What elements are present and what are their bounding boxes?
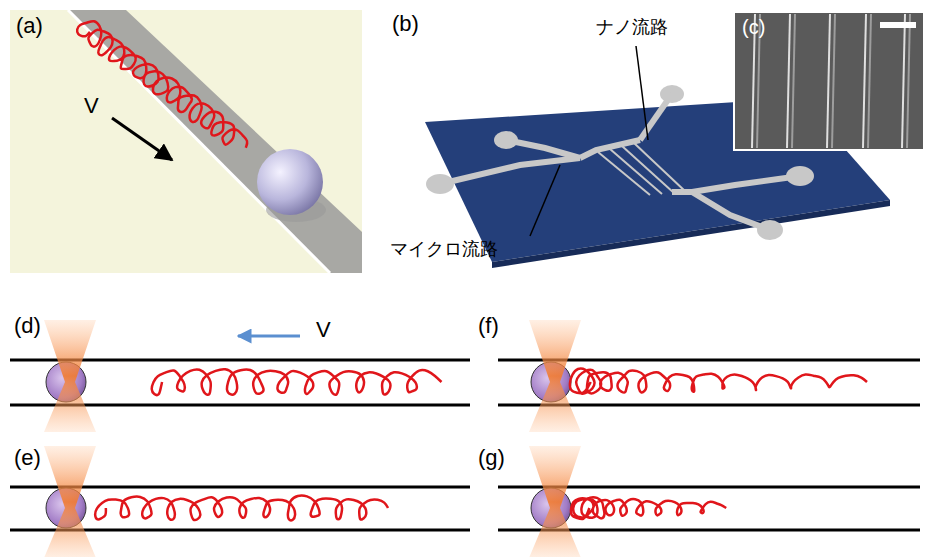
drawing-stroke	[610, 149, 662, 194]
drawing-stroke	[907, 14, 910, 148]
drawing-stroke	[622, 146, 674, 193]
drawing-stroke	[77, 21, 247, 148]
sem-image	[734, 12, 924, 150]
optical-trap	[44, 320, 581, 557]
drawing-stroke	[634, 143, 686, 192]
velocity-label: V	[316, 318, 331, 342]
drawing-stroke	[827, 14, 830, 148]
flow-arrow	[112, 118, 172, 160]
panel-letter: (f)	[478, 314, 499, 338]
panel-letter: (b)	[392, 12, 419, 36]
drawing-stroke	[902, 14, 905, 148]
drawing-stroke	[672, 189, 692, 195]
drawing-stroke	[152, 369, 442, 395]
bead	[257, 149, 323, 215]
nanochannel-wall	[10, 360, 920, 530]
part-name: ナノ流路	[596, 18, 668, 38]
panel-letter: (g)	[478, 446, 505, 470]
leader-line	[636, 46, 648, 140]
panel-background	[10, 10, 362, 273]
panel-letter: (d)	[14, 314, 41, 338]
scale-bar	[880, 22, 916, 28]
drawing-stroke	[44, 320, 96, 432]
drawing-stroke	[868, 14, 871, 148]
drawing-stroke	[44, 446, 96, 557]
chip-edge	[492, 200, 890, 268]
flow-arrow	[238, 335, 300, 338]
drawing-stroke	[692, 176, 800, 192]
drawing-stroke	[95, 496, 388, 521]
drawing-stroke	[832, 14, 835, 148]
leader-line	[530, 165, 560, 236]
drawing-stroke	[571, 497, 726, 519]
panel-letter: (c)	[742, 16, 765, 38]
drawing-stroke	[792, 14, 795, 148]
drawing-stroke	[692, 192, 770, 230]
velocity-label: V	[84, 94, 99, 118]
drawing-stroke	[570, 369, 867, 394]
sem-channel	[752, 14, 910, 148]
part-name: マイクロ流路	[390, 240, 498, 260]
groove-edge	[68, 10, 330, 273]
drawing-stroke	[440, 158, 580, 184]
drawing-stroke	[529, 320, 581, 432]
drawing-stroke	[787, 14, 790, 148]
nanochannel	[598, 143, 686, 195]
drawing-stroke	[494, 131, 518, 149]
panel-letter: (a)	[16, 14, 43, 38]
drawing-stroke	[598, 152, 650, 195]
dna	[77, 21, 867, 520]
groove-wall	[68, 10, 362, 273]
panel-letter: (e)	[14, 446, 41, 470]
drawing-stroke	[426, 174, 454, 194]
drawing-stroke	[863, 14, 866, 148]
drawing-stroke	[786, 166, 814, 186]
microchannel	[440, 140, 800, 230]
drawing-stroke	[757, 220, 783, 240]
